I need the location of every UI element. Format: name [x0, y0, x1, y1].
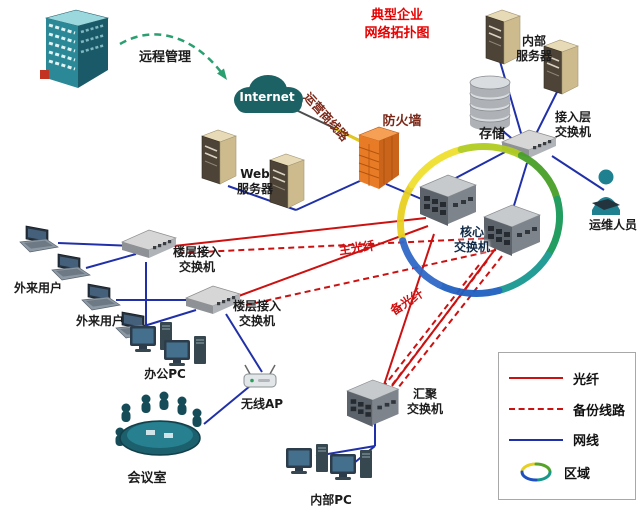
meeting-room-label: 会议室 — [127, 471, 167, 486]
core-switch-icon-1 — [419, 174, 477, 227]
wireless-ap-icon — [243, 364, 277, 388]
diagram-title-line1: 典型企业 — [370, 8, 423, 23]
floor-switch-label-1: 楼层接入 交换机 — [172, 245, 221, 274]
external-laptop-icon-1 — [19, 225, 59, 253]
legend-label-fiber: 光纤 — [573, 372, 600, 388]
core-switch-label: 核心 交换机 — [453, 225, 490, 254]
building-icon — [40, 9, 110, 88]
remote-mgmt-label: 远程管理 — [138, 50, 191, 65]
backup-fiber-lines — [179, 237, 503, 391]
access-switch-label: 接入层 交换机 — [554, 110, 591, 139]
meeting-room-icon — [115, 391, 202, 456]
legend: 光纤 备份线路 网线 区域 — [498, 352, 636, 500]
external-user-label-1: 外来用户 — [13, 281, 62, 295]
internet-label: Internet — [239, 90, 295, 104]
floor-switch-label-2: 楼层接入 交换机 — [232, 299, 281, 328]
legend-item-zone: 区域 — [509, 461, 625, 483]
diagram-title: 典型企业 网络拓扑图 — [352, 7, 442, 42]
diagram-title-line2: 网络拓扑图 — [364, 25, 430, 41]
web-server-icon-1 — [201, 129, 237, 185]
firewall-label: 防火墙 — [382, 114, 422, 129]
external-laptop-icon-2 — [51, 253, 91, 281]
firewall-icon — [358, 126, 400, 189]
internal-pc-label: 内部PC — [310, 493, 352, 507]
storage-icon — [469, 75, 511, 131]
internal-pc-icon-1 — [285, 443, 329, 475]
internal-server-label: 内部 服务器 — [515, 34, 552, 63]
fiber-line-sample — [509, 377, 563, 380]
ops-staff-icon — [592, 169, 620, 215]
cable-line-sample — [509, 438, 563, 441]
aggregation-switch-icon — [346, 379, 399, 428]
office-pc-icon-2 — [163, 335, 207, 367]
legend-item-cable: 网线 — [509, 430, 625, 449]
zone-ring — [396, 143, 564, 297]
legend-label-backup: 备份线路 — [573, 403, 626, 419]
office-pc-label: 办公PC — [144, 367, 186, 381]
wireless-ap-label: 无线AP — [240, 397, 284, 411]
internal-pc-icon-2 — [329, 449, 373, 481]
external-user-label-2: 外来用户 — [75, 314, 124, 328]
backup-line-sample — [509, 408, 563, 411]
legend-item-fiber: 光纤 — [509, 369, 625, 388]
remote-mgmt-arrow — [119, 33, 227, 80]
external-laptop-icon-3 — [81, 283, 121, 311]
ops-staff-label: 运维人员 — [588, 218, 637, 232]
aggregation-switch-label: 汇聚 交换机 — [406, 387, 443, 416]
web-server-label: Web 服务器 — [236, 167, 273, 196]
internet-cloud-icon — [234, 75, 303, 113]
legend-item-backup: 备份线路 — [509, 400, 625, 419]
legend-label-cable: 网线 — [573, 434, 600, 450]
zone-ring-sample — [520, 462, 552, 482]
storage-label: 存储 — [478, 127, 505, 142]
legend-label-zone: 区域 — [564, 466, 591, 482]
